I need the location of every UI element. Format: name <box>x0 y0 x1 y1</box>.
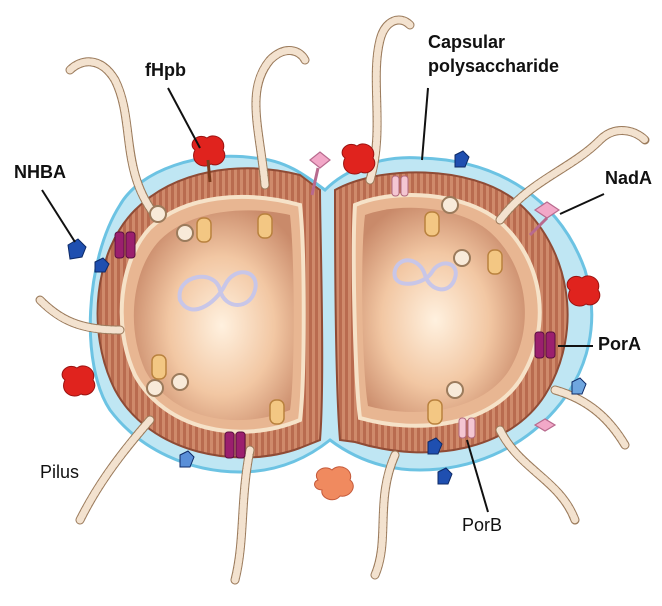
nhba-label: NHBA <box>14 162 66 183</box>
nada-label: NadA <box>605 168 652 189</box>
capsular-label-line1: Capsular <box>428 32 505 53</box>
porb-label: PorB <box>462 515 502 536</box>
bottom-protein-cluster <box>315 467 354 500</box>
pora-label: PorA <box>598 334 641 355</box>
pilus-label: Pilus <box>40 462 79 483</box>
fhpb-label: fHpb <box>145 60 186 81</box>
capsular-label-line2: polysaccharide <box>428 56 559 77</box>
